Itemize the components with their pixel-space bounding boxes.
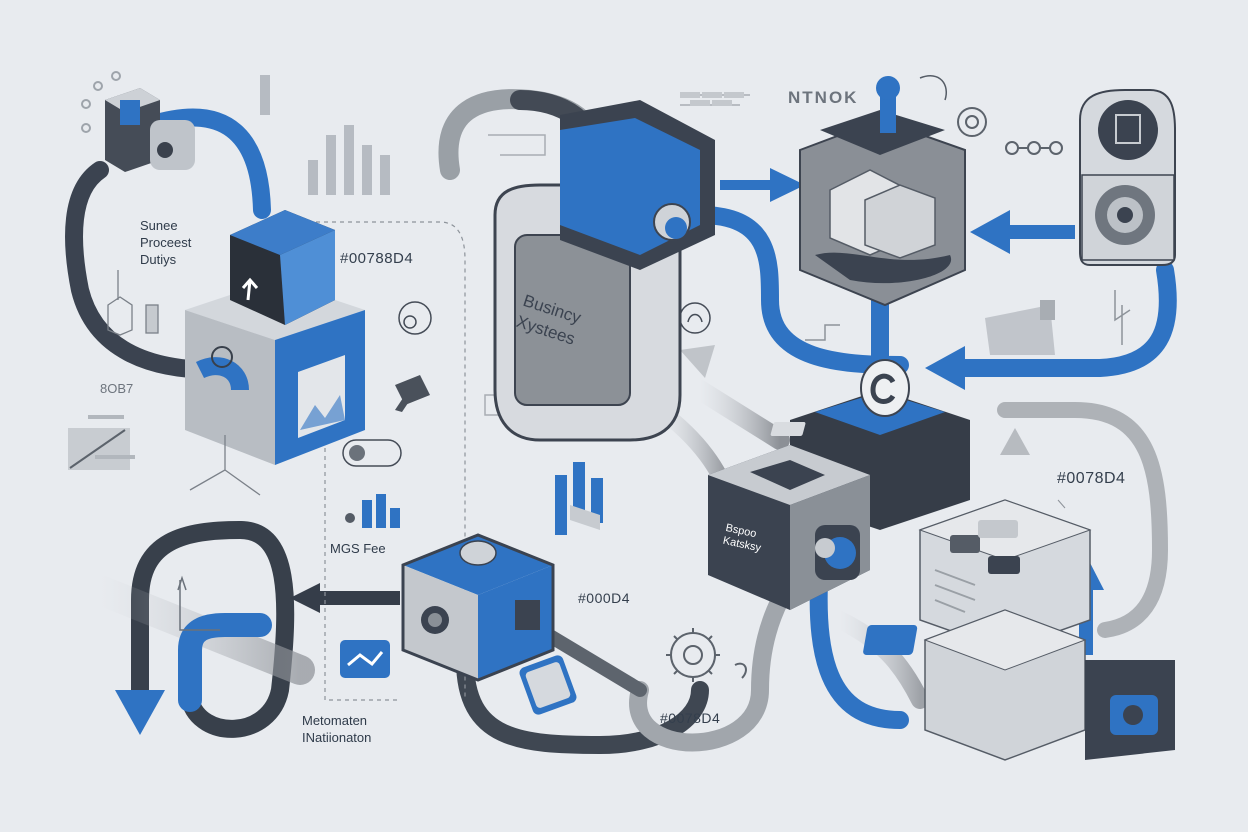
source-process-line-2: Proceest [140, 235, 192, 250]
server-stack-icon [863, 499, 1175, 761]
arrow-up-gray-icon [1000, 428, 1030, 455]
mgs-fee-label: MGS Fee [330, 541, 386, 556]
source-process-line-1: Sunee [140, 218, 178, 233]
trend-line-icon [347, 651, 384, 667]
chain-link-icon-2 [1005, 141, 1063, 155]
server-cube-icon [185, 210, 365, 465]
automation-label: Metomaten INatiionaton [302, 712, 371, 746]
server-cube-dark-icon [708, 445, 870, 610]
arrow-left-dark-icon [290, 583, 320, 613]
brick-icon [680, 92, 744, 106]
monitor-icon [68, 415, 135, 470]
hex-label-bottom: #0078D4 [660, 710, 721, 726]
source-process-line-3: Dutiys [140, 252, 177, 267]
arrow-left-icon-2 [925, 346, 965, 390]
robot-gripper-icon [105, 88, 195, 172]
arrow-down-blue-icon [115, 690, 165, 735]
arrow-gray-icon [680, 345, 715, 378]
gear-icon [666, 107, 987, 682]
toggle-icon [342, 439, 402, 467]
automation-line-1: Metomaten [302, 713, 368, 728]
hand-pointer-icon [985, 300, 1055, 355]
hex-label-right: #0078D4 [1057, 470, 1126, 487]
business-systems-box [493, 100, 715, 442]
header-fragment-label: NTNOK [788, 88, 859, 107]
dashed-connector [300, 221, 466, 701]
chain-link-icon [81, 71, 121, 133]
hex-label-mid: #000D4 [578, 590, 631, 606]
blue-bracket-icon [177, 575, 272, 712]
connector-plug-icon [395, 375, 430, 412]
automation-line-2: INatiionaton [302, 730, 372, 745]
small-figure-label: 8OB7 [100, 381, 134, 396]
arrow-left-icon [970, 210, 1010, 254]
arrow-right-icon [770, 168, 805, 202]
sorting-machine-icon [799, 75, 966, 307]
axis-sketch [107, 270, 261, 496]
chart-bars-blue-icon [345, 462, 603, 535]
source-process-label: Sunee Proceest Dutiys [140, 217, 191, 268]
camera-device-icon [1079, 89, 1176, 266]
blue-cube-icon [401, 533, 555, 682]
hex-label-top: #00788D4 [340, 250, 414, 267]
signal-icon [805, 290, 1131, 345]
chart-bars-icon [260, 75, 390, 195]
